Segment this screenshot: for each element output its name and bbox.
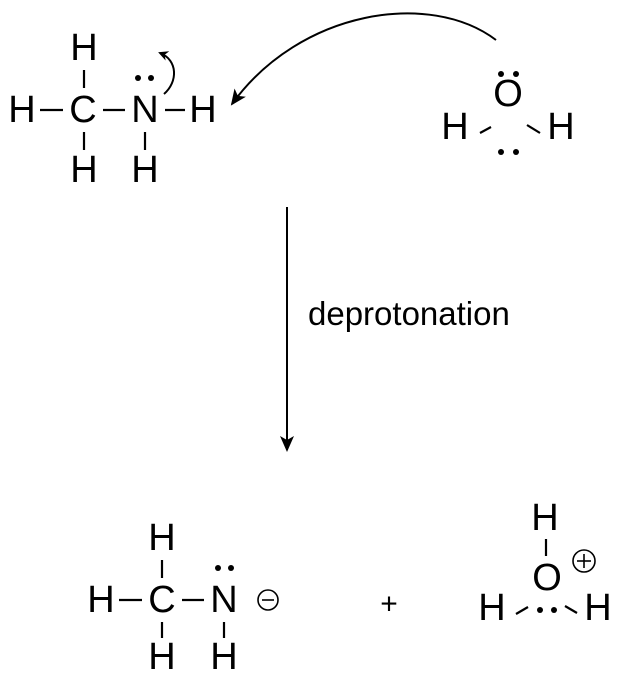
lone-pair-dot bbox=[513, 71, 519, 77]
lone-pair-dot bbox=[215, 565, 221, 571]
atom-o: O bbox=[493, 73, 523, 115]
atom-n: N bbox=[210, 579, 237, 621]
bond bbox=[479, 126, 492, 134]
water: O H H bbox=[441, 71, 575, 155]
atom-h: H bbox=[547, 106, 574, 148]
atom-h: H bbox=[131, 149, 158, 191]
lone-pair-dot bbox=[537, 607, 543, 613]
atom-c: C bbox=[148, 579, 175, 621]
methylamine: H H C N H H H bbox=[8, 27, 216, 191]
methylamide: H H C N H H bbox=[87, 517, 279, 678]
atom-h: H bbox=[148, 636, 175, 678]
negative-charge-icon bbox=[257, 589, 279, 611]
lone-pair-dot bbox=[228, 565, 234, 571]
hydronium: H O H H bbox=[478, 497, 611, 629]
bond bbox=[515, 606, 529, 615]
atom-h: H bbox=[189, 89, 216, 131]
atom-h: H bbox=[210, 636, 237, 678]
lone-pair-dot bbox=[148, 75, 154, 81]
atom-h: H bbox=[531, 497, 558, 539]
curved-arrow-icon bbox=[158, 51, 175, 95]
bond bbox=[564, 605, 578, 614]
atom-c: C bbox=[69, 89, 96, 131]
lone-pair-dot bbox=[498, 71, 504, 77]
atom-h: H bbox=[87, 579, 114, 621]
bond bbox=[526, 124, 541, 134]
atom-n: N bbox=[131, 89, 158, 131]
atom-h: H bbox=[478, 587, 505, 629]
atom-h: H bbox=[148, 517, 175, 559]
positive-charge-icon bbox=[572, 549, 596, 573]
curved-arrow-icon bbox=[230, 12, 497, 106]
reaction-label: deprotonation bbox=[308, 295, 510, 332]
plus-sign: + bbox=[380, 588, 398, 621]
atom-o: O bbox=[532, 557, 562, 599]
lone-pair-dot bbox=[498, 149, 504, 155]
atom-h: H bbox=[584, 587, 611, 629]
atom-h: H bbox=[70, 149, 97, 191]
atom-h: H bbox=[441, 106, 468, 148]
lone-pair-dot bbox=[135, 75, 141, 81]
lone-pair-dot bbox=[551, 607, 557, 613]
atom-h: H bbox=[70, 27, 97, 69]
lone-pair-dot bbox=[513, 149, 519, 155]
atom-h: H bbox=[8, 89, 35, 131]
